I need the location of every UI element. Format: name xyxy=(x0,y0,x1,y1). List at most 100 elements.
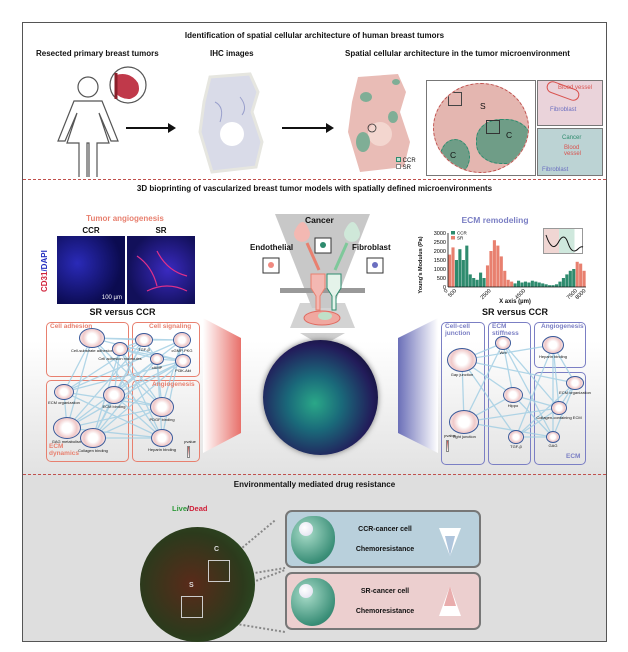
chart-bar xyxy=(485,265,490,287)
network-node xyxy=(79,328,105,348)
live-dead-label: Live/Dead xyxy=(172,504,208,513)
chart-bar xyxy=(527,282,531,287)
group-box xyxy=(441,322,485,465)
roi-label-s: S xyxy=(189,582,194,589)
tumor-angiogenesis-title: Tumor angiogenesis xyxy=(86,214,164,223)
chart-bar xyxy=(544,284,548,287)
fibroblast-label: Fibroblast xyxy=(542,167,569,173)
network-node-label: ECM organization xyxy=(48,400,80,405)
network-node xyxy=(495,336,511,350)
network-node-label: PI3K-Akt xyxy=(175,368,191,373)
red-projection-shape xyxy=(203,318,241,453)
network-node xyxy=(175,354,191,368)
chart-y-tick-label: 1000 xyxy=(434,267,446,273)
network-node xyxy=(54,384,74,400)
network-edge xyxy=(502,342,560,409)
cancer-label: C xyxy=(506,130,513,140)
right-network-title: SR versus CCR xyxy=(481,307,549,317)
network-edge xyxy=(463,421,554,438)
arrow xyxy=(126,127,170,129)
blood-vessel-label: Blood vessel xyxy=(558,85,593,91)
zoom-panel: S C C xyxy=(426,80,536,176)
chart-y-tick-label: 3000 xyxy=(434,231,446,237)
network-node-label: ECM organization xyxy=(559,390,591,395)
network-edge xyxy=(63,391,163,439)
chart-bar xyxy=(503,270,507,287)
bioprinted-model-image xyxy=(263,340,378,455)
group-label-angiogenesis: Angiogenesis xyxy=(541,323,584,330)
roi-box-s xyxy=(181,596,203,618)
pvalue-legend: pvalue xyxy=(444,433,456,438)
chemoresistance-label: Chemoresistance xyxy=(355,608,415,615)
ccr-label: CCR xyxy=(82,226,100,235)
ccr-chemoresistance-box: CCR-cancer cell Chemoresistance xyxy=(285,510,481,568)
chart-bar xyxy=(468,274,472,287)
bioprinting-schematic xyxy=(262,214,384,346)
chart-bar xyxy=(579,263,583,287)
live-dead-image xyxy=(140,527,255,642)
group-label-cell-signaling: Cell signaling xyxy=(149,323,192,330)
chart-bar xyxy=(489,251,493,287)
network-node-label: PDGF binding xyxy=(149,417,175,422)
zoomed-tissue-circle: S C C xyxy=(433,83,529,173)
group-label-cell-adhesion: Cell adhesion xyxy=(50,323,93,330)
network-node-label: Heparin binding xyxy=(538,354,568,359)
network-node-label: Wnt xyxy=(499,350,507,355)
chart-bar xyxy=(465,245,469,287)
chart-bar xyxy=(565,274,569,287)
network-node xyxy=(173,332,191,348)
network-node xyxy=(566,376,584,390)
cancer-cell-icon xyxy=(291,578,335,626)
network-edge xyxy=(463,407,560,423)
network-edge xyxy=(461,344,554,361)
stain-label: CD31/DAPI xyxy=(40,250,49,292)
group-label-ecm-dynamics: ECM dynamics xyxy=(49,443,79,457)
arrow-head-icon xyxy=(168,123,176,133)
network-edge xyxy=(463,342,504,423)
chart-bar xyxy=(517,280,521,287)
chart-title: ECM remodeling xyxy=(461,215,529,225)
chart-bar xyxy=(520,282,524,287)
network-node xyxy=(551,401,567,415)
chart-bar xyxy=(496,245,500,287)
legend-ccr: CCR xyxy=(396,157,416,164)
chart-bar xyxy=(472,278,476,287)
network-node-label: Collagen-containing ECM xyxy=(536,415,582,420)
ccr-fluorescence-image: 100 µm xyxy=(57,236,125,304)
legend-sr: SR xyxy=(396,164,416,171)
chart-bar xyxy=(548,285,552,287)
chart-ylabel: Young's Modulus (Pa) xyxy=(418,236,424,294)
chart-y-tick-label: 2500 xyxy=(434,240,446,246)
sr-cell-label: SR-cancer cell xyxy=(360,588,410,595)
roi-label-c: C xyxy=(214,546,220,553)
arrow-head-icon xyxy=(326,123,334,133)
chart-bar xyxy=(534,281,538,287)
network-edge xyxy=(92,360,184,439)
chart-bar xyxy=(558,281,562,287)
cancer-cell-label: Cancer xyxy=(562,135,582,141)
endothelial-cell-label: Endothelial xyxy=(250,243,294,252)
network-edge xyxy=(66,427,163,439)
chart-bar xyxy=(554,284,559,287)
group-label-angiogenesis: Angiogenesis xyxy=(152,381,195,388)
left-enrichment-network: Cell adhesion Cell signaling ECM dynamic… xyxy=(45,320,201,463)
network-node-label: ECM binding xyxy=(102,404,126,409)
network-node xyxy=(135,333,153,347)
chart-bar xyxy=(513,283,517,287)
network-node xyxy=(103,386,125,404)
network-edge xyxy=(461,359,517,438)
ccr-cell-label: CCR-cancer cell xyxy=(358,526,412,533)
network-node-label: GAG metabolism xyxy=(51,439,83,444)
chart-bar xyxy=(561,278,565,287)
section-title-identification: Identification of spatial cellular archi… xyxy=(184,31,445,40)
network-edge xyxy=(66,337,93,429)
network-node xyxy=(503,387,523,403)
network-edge xyxy=(66,406,163,429)
sr-chemoresistance-box: SR-cancer cell Chemoresistance xyxy=(285,572,481,630)
chart-bar xyxy=(454,260,459,287)
network-edge xyxy=(63,339,183,393)
chart-bar xyxy=(568,270,572,287)
group-label-cell-cell-junction: Cell-cell junction xyxy=(445,323,471,337)
network-node-label: Gap junction xyxy=(450,372,474,377)
chart-bar xyxy=(510,281,514,287)
